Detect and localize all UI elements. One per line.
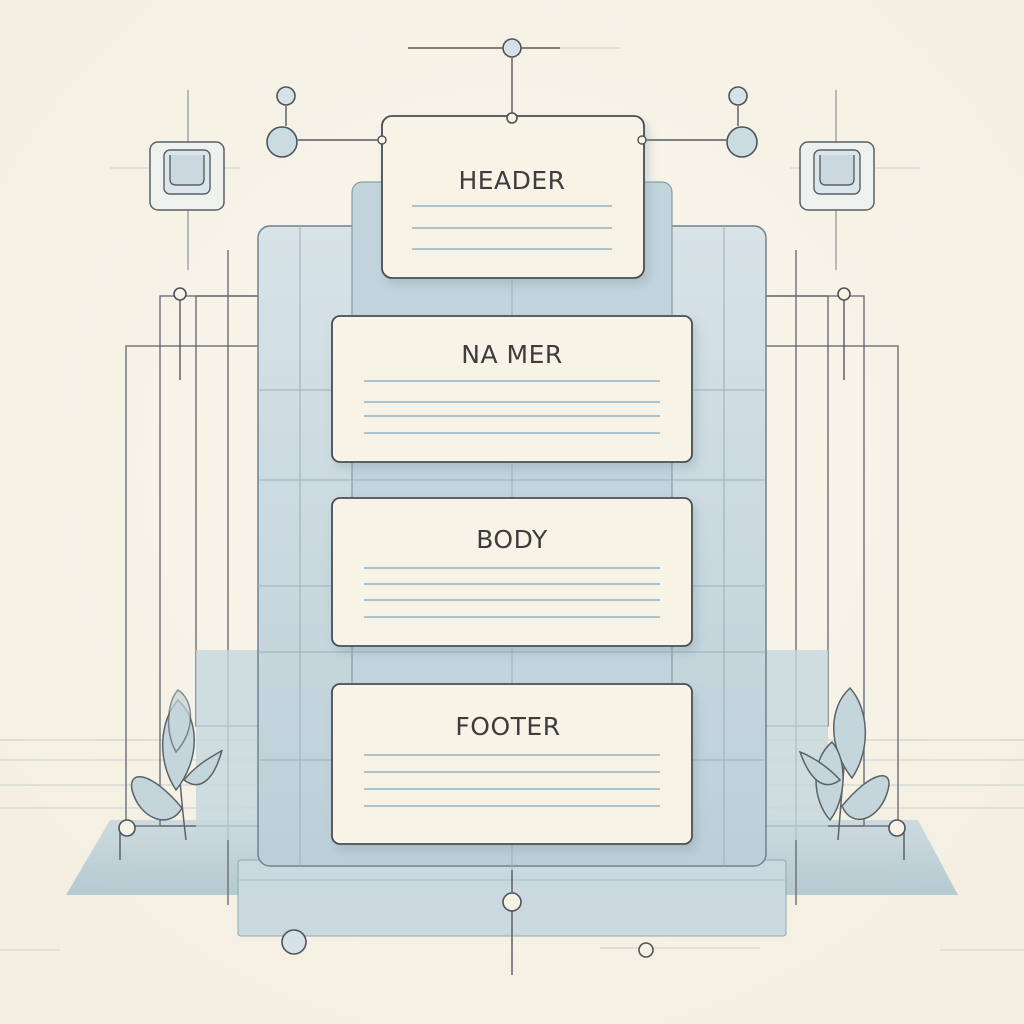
right-node-box-icon [799, 141, 875, 211]
body-card-text-lines [364, 567, 660, 618]
left-leaf-icon [130, 689, 223, 841]
namer-card-label: NA MER [461, 340, 563, 369]
header-card-text-lines [412, 205, 612, 250]
body-card [331, 497, 693, 647]
footer-card [331, 683, 693, 845]
right-leaf-icon [798, 686, 890, 841]
footer-card-label: FOOTER [455, 712, 560, 741]
body-card-label: BODY [476, 525, 548, 554]
header-card-left-node [377, 135, 387, 145]
side-blocks [196, 650, 828, 840]
left-node-box-icon [149, 141, 225, 211]
header-card [381, 115, 645, 279]
footer-card-text-lines [364, 754, 660, 807]
header-card-top-node [506, 112, 518, 124]
namer-card-text-lines [364, 380, 660, 434]
namer-card [331, 315, 693, 463]
header-card-right-node [637, 135, 647, 145]
header-card-label: HEADER [458, 166, 565, 195]
